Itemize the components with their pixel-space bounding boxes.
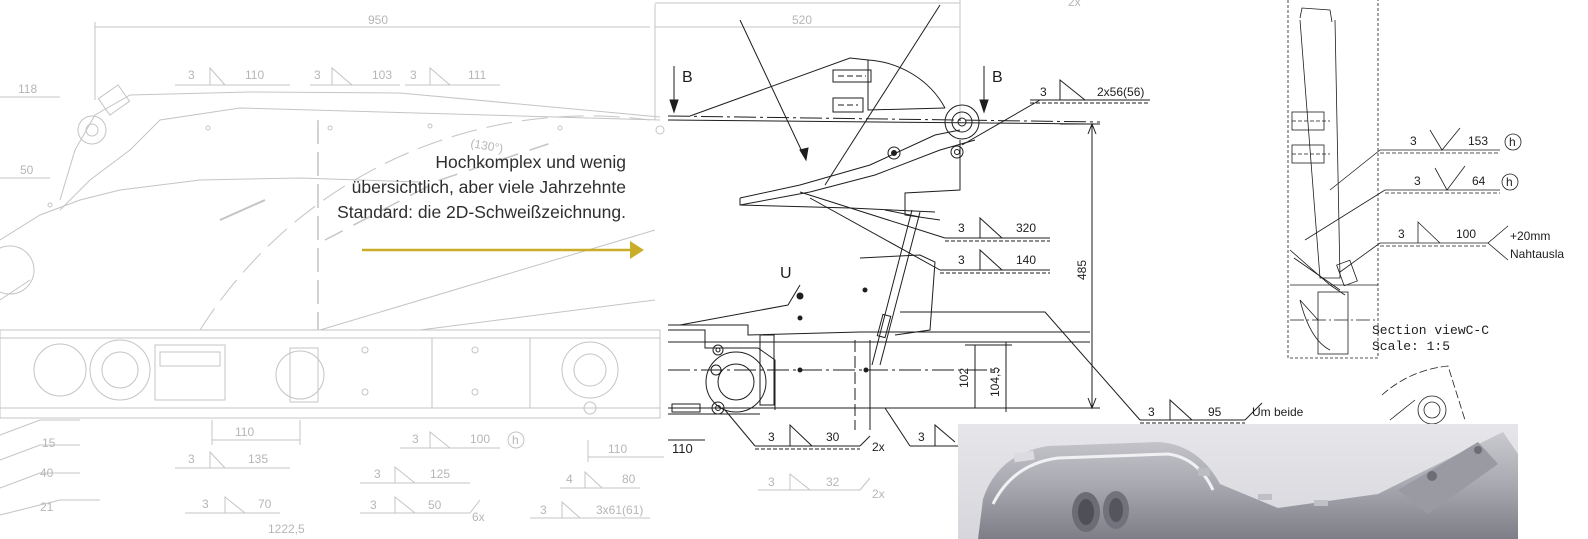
svg-text:2x: 2x <box>872 440 885 454</box>
dim-1222: 1222,5 <box>268 522 305 536</box>
svg-text:h: h <box>1506 175 1513 189</box>
faded-weld-70: 3 70 <box>185 495 280 514</box>
faded-weld-110: 3 110 <box>175 66 290 86</box>
dim-950: 950 <box>368 13 388 27</box>
svg-text:h: h <box>512 433 519 447</box>
weld-symbol-153: 3 153 h <box>1329 127 1522 191</box>
part-3d-render <box>958 424 1518 539</box>
section-marker-left: B <box>682 69 693 86</box>
svg-text:135: 135 <box>248 452 268 466</box>
svg-text:125: 125 <box>430 467 450 481</box>
svg-text:Nahtausla: Nahtausla <box>1510 247 1564 261</box>
faded-weld-125: 3 125 <box>360 465 470 484</box>
section-title: Section viewC-C <box>1372 323 1489 338</box>
faded-weld-80: 4 80 <box>560 470 640 489</box>
dim-102: 102 <box>957 368 971 388</box>
svg-text:3: 3 <box>188 452 195 466</box>
dim-104-5: 104,5 <box>988 367 1002 397</box>
faded-weld-135: 3 135 <box>175 450 290 469</box>
dim-50: 50 <box>20 163 34 177</box>
svg-text:3: 3 <box>1148 405 1155 419</box>
svg-text:95: 95 <box>1208 405 1222 419</box>
weld-symbol-320: 3 320 <box>945 216 1050 242</box>
weld-symbol-64: 3 64 h <box>1304 165 1519 241</box>
svg-text:100: 100 <box>470 432 490 446</box>
svg-text:3: 3 <box>1414 174 1421 188</box>
svg-text:Um beide: Um beide <box>1252 405 1304 419</box>
weld-symbol-100-section: 3 100 +20mm Nahtausla <box>1339 221 1564 273</box>
svg-text:3: 3 <box>768 475 775 489</box>
weld-symbol-partial: 3 <box>884 407 958 447</box>
section-marker-right: B <box>992 69 1003 86</box>
faded-side-view: 950 520 2x 118 50 (130°) <box>0 0 1081 536</box>
pointer-arrow-icon <box>362 241 644 259</box>
dim-118: 118 <box>18 82 37 96</box>
caption-line-3: Standard: die 2D-Schweißzeichnung. <box>337 202 626 222</box>
svg-text:153: 153 <box>1468 134 1488 148</box>
svg-text:2x56(56): 2x56(56) <box>1097 85 1144 99</box>
dim-485: 485 <box>1075 260 1089 280</box>
svg-text:3: 3 <box>540 503 547 517</box>
svg-text:80: 80 <box>622 472 636 486</box>
svg-text:h: h <box>1509 135 1516 149</box>
svg-text:140: 140 <box>1016 253 1036 267</box>
faded-weld-50: 3 50 6x <box>360 495 485 524</box>
weld-symbol-2x56: 3 2x56(56) <box>1030 78 1150 104</box>
svg-text:3: 3 <box>314 68 321 82</box>
svg-text:+20mm: +20mm <box>1510 229 1550 243</box>
svg-text:111: 111 <box>468 68 487 82</box>
dim-21: 21 <box>40 500 54 514</box>
svg-text:50: 50 <box>428 498 442 512</box>
svg-text:110: 110 <box>245 68 264 82</box>
section-view-cc: 3 153 h 3 64 h 3 100 +20mm Nahtausla Sec <box>1287 0 1564 425</box>
caption-line-1: Hochkomplex und wenig <box>435 152 626 172</box>
svg-text:3x61(61): 3x61(61) <box>596 503 643 517</box>
svg-text:3: 3 <box>768 430 775 444</box>
weld-symbol-30: 3 30 2x <box>724 409 885 454</box>
weld-symbol-95: 3 95 Um beide <box>900 311 1304 424</box>
dim-110: 110 <box>672 441 693 456</box>
faded-weld-3x61: 3 3x61(61) <box>530 500 650 519</box>
main-view: B B <box>667 4 1304 456</box>
caption: Hochkomplex und wenig übersichtlich, abe… <box>262 150 626 225</box>
caption-line-2: übersichtlich, aber viele Jahrzehnte <box>351 177 626 197</box>
faded-weld-32: 3 32 2x <box>758 472 885 501</box>
svg-text:3: 3 <box>188 68 195 82</box>
svg-text:100: 100 <box>1456 227 1476 241</box>
label-u: U <box>780 265 792 282</box>
faded-weld-100: 3 100 h <box>400 430 525 449</box>
faded-weld-111: 3 111 <box>405 66 500 86</box>
faded-weld-103: 3 103 <box>310 66 400 86</box>
svg-text:32: 32 <box>826 475 840 489</box>
dim-angle: (130°) <box>469 136 504 155</box>
dim-110-right: 110 <box>608 442 627 456</box>
svg-text:3: 3 <box>958 221 965 235</box>
svg-text:3: 3 <box>1398 227 1405 241</box>
dim-520: 520 <box>792 13 812 27</box>
svg-text:3: 3 <box>1040 85 1047 99</box>
svg-text:3: 3 <box>202 497 209 511</box>
svg-text:4: 4 <box>566 472 573 486</box>
weld-symbol-140: 3 140 <box>940 248 1050 274</box>
dim-110-lower: 110 <box>235 425 254 439</box>
dim-15: 15 <box>42 436 56 450</box>
svg-text:30: 30 <box>826 430 840 444</box>
dim-top-2x: 2x <box>1068 0 1081 9</box>
section-scale: Scale: 1:5 <box>1372 339 1450 354</box>
svg-text:64: 64 <box>1472 174 1486 188</box>
svg-text:3: 3 <box>958 253 965 267</box>
svg-text:3: 3 <box>370 498 377 512</box>
svg-text:3: 3 <box>410 68 417 82</box>
svg-text:3: 3 <box>918 430 925 444</box>
svg-text:3: 3 <box>412 432 419 446</box>
dim-40: 40 <box>40 466 54 480</box>
svg-text:103: 103 <box>372 68 392 82</box>
svg-text:70: 70 <box>258 497 272 511</box>
svg-text:3: 3 <box>374 467 381 481</box>
svg-text:2x: 2x <box>872 487 885 501</box>
svg-text:320: 320 <box>1016 221 1036 235</box>
svg-text:3: 3 <box>1410 134 1417 148</box>
svg-text:6x: 6x <box>472 510 485 524</box>
